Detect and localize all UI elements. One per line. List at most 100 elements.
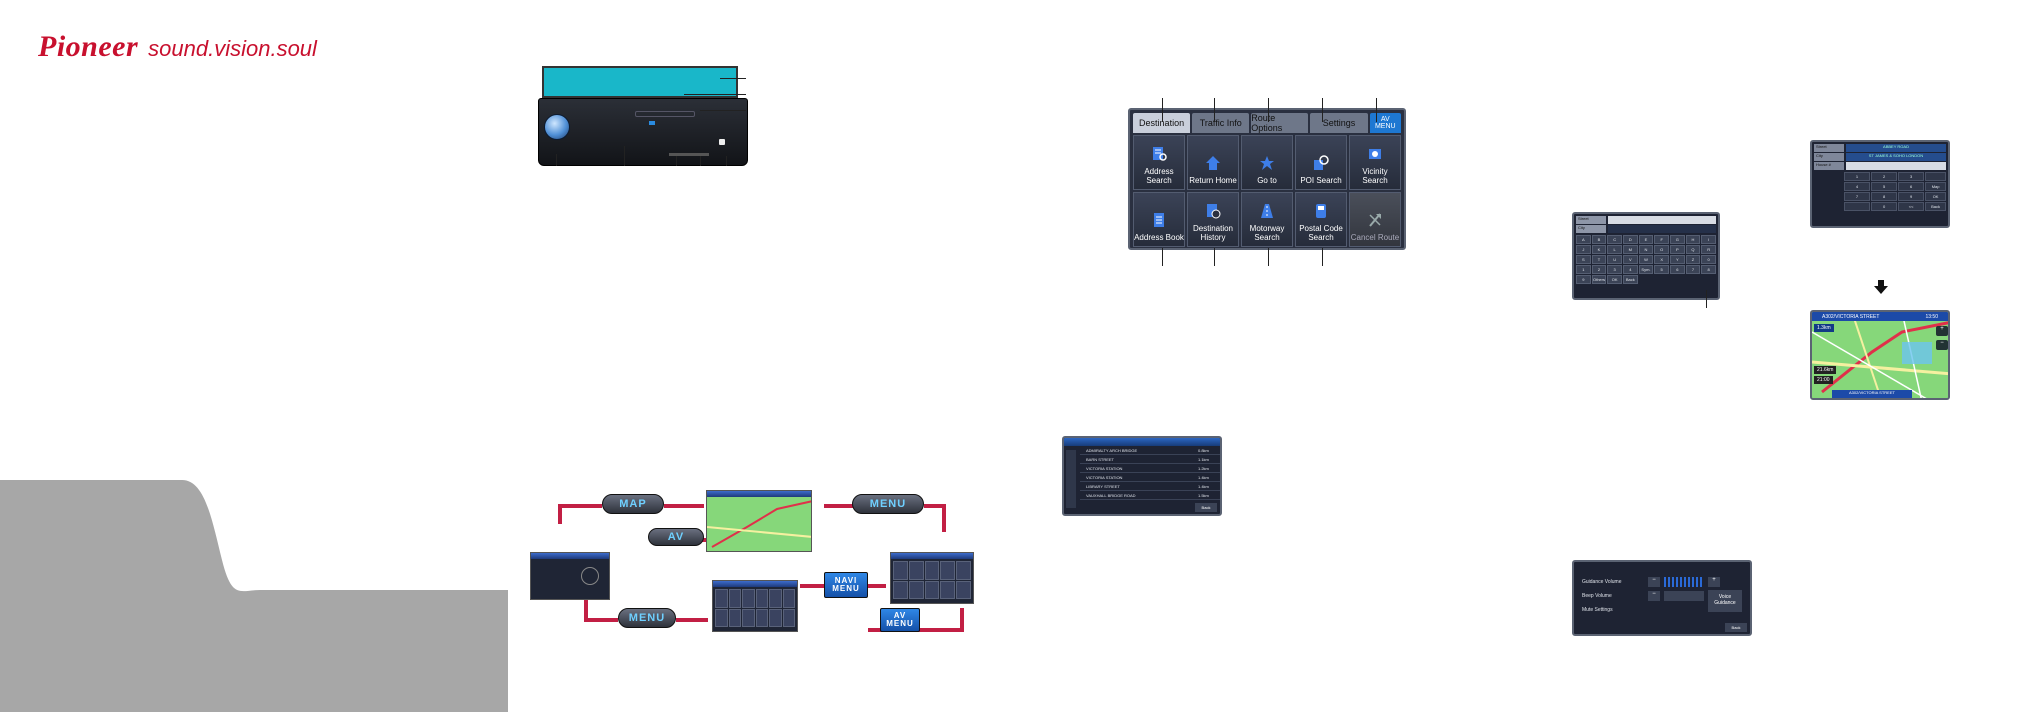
keyboard-key[interactable]: C (1607, 235, 1622, 244)
menu-button-bottom[interactable]: MENU (618, 608, 676, 628)
keyboard-key[interactable]: O (1654, 245, 1669, 254)
keyboard-key[interactable]: J (1576, 245, 1591, 254)
keyboard-key[interactable]: G (1670, 235, 1685, 244)
destination-history-button[interactable]: Destination History (1187, 192, 1239, 247)
keyboard-key[interactable]: 3 (1607, 265, 1622, 274)
keyboard-key[interactable]: S (1576, 255, 1591, 264)
keyboard-key[interactable]: K (1591, 245, 1607, 254)
poi-search-button[interactable]: POI Search (1295, 135, 1347, 190)
mute-settings-row[interactable]: Mute Settings (1578, 604, 1746, 616)
volume-up-button[interactable]: + (1708, 577, 1720, 587)
keyboard-key[interactable]: 6 (1670, 265, 1685, 274)
cancel-route-button[interactable]: Cancel Route (1349, 192, 1401, 247)
street-input[interactable] (1608, 216, 1716, 224)
numpad-key[interactable]: Back (1925, 202, 1946, 211)
numpad-key[interactable]: Map (1925, 182, 1946, 191)
numpad-key[interactable]: 9 (1898, 192, 1925, 201)
mini-av-menu-bar (713, 581, 797, 587)
keyboard-key[interactable]: B (1591, 235, 1607, 244)
keyboard-key[interactable]: OK (1607, 275, 1622, 284)
keyboard-key[interactable]: D (1623, 235, 1638, 244)
tab-settings[interactable]: Settings (1310, 113, 1368, 133)
keyboard-key[interactable]: I (1701, 235, 1716, 244)
keyboard-key[interactable]: Others (1591, 275, 1607, 284)
numpad-key[interactable]: << (1898, 202, 1925, 211)
keyboard-key[interactable]: Sym. (1638, 265, 1654, 274)
keyboard-key[interactable]: N (1638, 245, 1654, 254)
keyboard-key[interactable]: 4 (1623, 265, 1638, 274)
volume-back-button[interactable]: Back (1725, 623, 1747, 632)
list-scroll-bar[interactable] (1066, 450, 1076, 508)
menu-button-top[interactable]: MENU (852, 494, 924, 514)
keyboard-key[interactable]: X (1654, 255, 1669, 264)
numpad-key[interactable]: 1 (1844, 172, 1871, 181)
address-book-button[interactable]: Address Book (1133, 192, 1185, 247)
house-input[interactable] (1846, 162, 1946, 170)
keyboard-key[interactable]: A (1576, 235, 1591, 244)
vicinity-search-button[interactable]: Vicinity Search (1349, 135, 1401, 190)
av-menu-button[interactable]: AV MENU (880, 608, 920, 632)
zoom-in-button[interactable]: + (1936, 326, 1948, 336)
keyboard-key[interactable]: Q (1685, 245, 1701, 254)
keyboard-key[interactable]: L (1607, 245, 1622, 254)
motorway-search-button[interactable]: Motorway Search (1241, 192, 1293, 247)
keyboard-key[interactable]: Y (1670, 255, 1685, 264)
numpad-key[interactable]: 3 (1898, 172, 1925, 181)
keyboard-key[interactable]: W (1638, 255, 1654, 264)
voice-guidance-button[interactable]: Voice Guidance (1708, 590, 1742, 612)
keyboard-key[interactable]: H (1685, 235, 1701, 244)
keyboard-key[interactable]: M (1623, 245, 1638, 254)
keyboard-key[interactable]: 8 (1701, 265, 1716, 274)
keyboard-key[interactable]: Back (1623, 275, 1638, 284)
numpad-key[interactable]: 6 (1898, 182, 1925, 191)
numpad-key[interactable] (1844, 202, 1871, 211)
numpad-key[interactable]: 8 (1871, 192, 1898, 201)
numpad-key[interactable]: 5 (1871, 182, 1898, 191)
keyboard-key[interactable]: U (1607, 255, 1622, 264)
keyboard-key[interactable]: 9 (1576, 275, 1591, 284)
numpad-key[interactable]: 2 (1871, 172, 1898, 181)
numpad-key[interactable]: 7 (1844, 192, 1871, 201)
postal-code-search-button[interactable]: Postal Code Search (1295, 192, 1347, 247)
keyboard-key[interactable]: E (1638, 235, 1654, 244)
keyboard-key[interactable]: F (1654, 235, 1669, 244)
logo-brand: Pioneer (38, 30, 139, 63)
map-button[interactable]: MAP (602, 494, 664, 514)
zoom-out-button[interactable]: − (1936, 340, 1948, 350)
keyboard-key[interactable]: P (1670, 245, 1685, 254)
keyboard-key[interactable]: Z (1685, 255, 1701, 264)
av-button[interactable]: AV (648, 528, 704, 546)
numpad-key[interactable]: 0 (1871, 202, 1898, 211)
keyboard-key[interactable]: 1 (1576, 265, 1591, 274)
tab-route-options[interactable]: Route Options (1251, 113, 1309, 133)
list-back-button[interactable]: Back (1195, 503, 1217, 512)
numpad-key[interactable]: OK (1925, 192, 1946, 201)
keyboard-key[interactable]: 5 (1654, 265, 1669, 274)
city-input[interactable] (1608, 225, 1716, 233)
return-home-button[interactable]: Return Home (1187, 135, 1239, 190)
numpad-key[interactable]: 4 (1844, 182, 1871, 191)
keyboard-key[interactable]: 7 (1685, 265, 1701, 274)
tab-traffic-info[interactable]: Traffic Info (1192, 113, 1250, 133)
keyboard-key[interactable]: 0 (1701, 255, 1716, 264)
keyboard-key[interactable]: V (1623, 255, 1638, 264)
av-tab-line2: MENU (1374, 123, 1396, 130)
flow-arrow (664, 504, 704, 508)
address-search-button[interactable]: Address Search (1133, 135, 1185, 190)
keyboard-key[interactable]: R (1701, 245, 1716, 254)
go-to-button[interactable]: Go to (1241, 135, 1293, 190)
navi-menu-button[interactable]: NAVI MENU (824, 572, 868, 598)
tab-destination[interactable]: Destination (1133, 113, 1191, 133)
beep-down-button[interactable]: − (1648, 591, 1660, 601)
keyboard-key[interactable]: T (1591, 255, 1607, 264)
keyboard-key[interactable]: 2 (1591, 265, 1607, 274)
volume-down-button[interactable]: − (1648, 577, 1660, 587)
numpad-key[interactable] (1925, 172, 1946, 181)
